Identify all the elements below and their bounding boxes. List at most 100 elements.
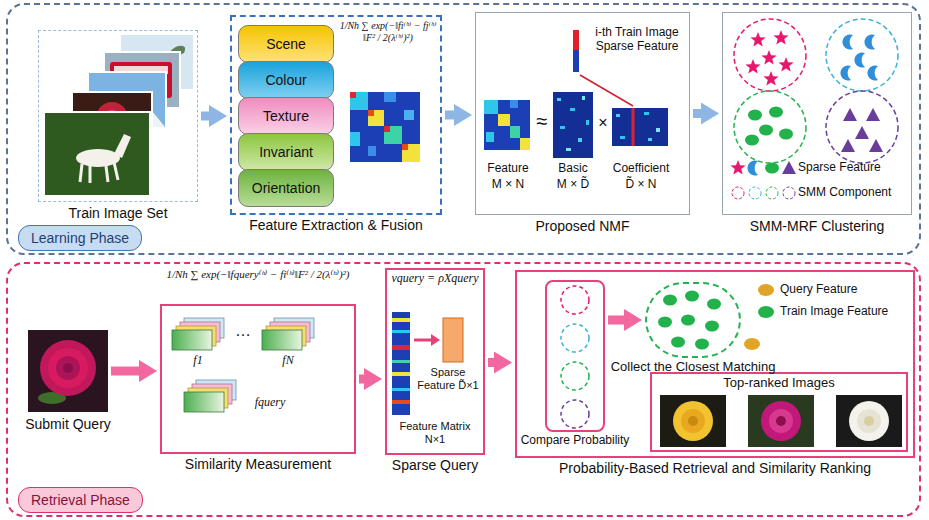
feature-stacks-part <box>172 318 224 350</box>
feature-matrix-part <box>520 138 530 150</box>
node-label: Collect the Closest Matching <box>611 360 776 375</box>
coefficient-matrix-part <box>648 138 652 141</box>
matrix-size: D̃ × N <box>604 178 678 192</box>
feature-tab: Colour <box>238 61 334 99</box>
similarity-formula: 1/Nh ∑ exp(−‖fquery⁽ʰ⁾ − fi⁽ʰ⁾‖F² / 2(λ⁽… <box>160 268 356 281</box>
coefficient-matrix-part <box>580 75 633 106</box>
train-image-stack-part <box>44 112 150 196</box>
matched-cluster-part <box>685 291 699 302</box>
phase-panel: Train Image SetSceneColourTextureInvaria… <box>6 3 921 255</box>
node-label: Invariant <box>259 144 313 160</box>
legend-icons-part <box>782 161 796 174</box>
feature-tab: Invariant <box>238 133 334 171</box>
coefficient-matrix-part <box>612 108 668 146</box>
sparse-query-matrix-part <box>414 339 432 342</box>
smm-clusters-part <box>826 91 898 163</box>
top-ranked-photos-part <box>857 409 881 433</box>
matched-cluster-part <box>707 299 721 310</box>
probability-components <box>561 286 589 428</box>
matched-cluster-part <box>744 338 760 350</box>
top-ranked-photos-part <box>776 416 786 426</box>
matched-cluster-part <box>705 321 719 332</box>
probability-components-part <box>561 362 589 390</box>
top-ranked-photos-part <box>681 409 705 433</box>
legend-swatch <box>758 284 774 296</box>
matched-cluster-part <box>671 337 685 348</box>
fusion-heatmap <box>350 92 420 162</box>
fusion-heatmap-part <box>368 146 376 156</box>
flow-arrow <box>693 109 705 118</box>
smm-clusters-part <box>745 135 759 146</box>
fusion-heatmap-part <box>350 92 420 162</box>
smm-clusters-part <box>759 125 773 136</box>
matched-cluster-box: Collect the Closest Matching <box>645 282 741 358</box>
probability-components-part <box>561 400 589 428</box>
probability-components-part <box>561 286 589 314</box>
query-photo <box>28 330 108 412</box>
stage-box: SceneColourTextureInvariantOrientationFe… <box>230 15 442 215</box>
smm-clusters-part <box>761 50 776 64</box>
smm-clusters-part <box>843 108 857 121</box>
smm-clusters-part <box>854 52 865 67</box>
stage-box: Compare ProbabilityCollect the Closest M… <box>515 270 915 458</box>
top-ranked-photos-part <box>660 395 726 447</box>
fusion-heatmap-part <box>402 144 420 162</box>
coefficient-matrix-part <box>656 128 660 132</box>
smm-clusters-part <box>826 19 898 91</box>
node-label: Proposed NMF <box>535 218 629 234</box>
feature-tab: Scene <box>238 25 334 63</box>
flow-arrow <box>111 367 143 376</box>
node-label: Top-ranked Images <box>723 376 834 391</box>
feature-stacks-part <box>262 318 314 350</box>
sparse-query-matrix <box>392 312 463 415</box>
legend-icons-part <box>732 187 744 199</box>
vector-label: Feature Matrix N×1 <box>388 420 482 445</box>
legend-icons-part <box>747 160 758 175</box>
top-ranked-photos <box>660 395 902 447</box>
node-label: Sparse Query <box>392 457 478 473</box>
matrix-size: M × N <box>478 178 538 192</box>
feature-tab: Texture <box>238 97 334 135</box>
phase-tag: Learning Phase <box>18 225 142 251</box>
sparse-formula: vquery = ρXquery <box>388 272 482 286</box>
flow-arrow <box>201 112 213 121</box>
vector-label: Sparse Feature D̃×1 <box>414 366 482 391</box>
phase-tag: Retrieval Phase <box>18 487 143 513</box>
top-ranked-photos-part <box>673 401 713 441</box>
stage-box: SMM-MRF Clustering <box>722 12 912 215</box>
smm-clusters-part <box>734 19 806 91</box>
coefficient-matrix-part <box>632 108 635 146</box>
node-label: Similarity Measurement <box>185 456 331 472</box>
basis-matrix-part <box>570 108 575 111</box>
legend-icons-part <box>765 163 779 174</box>
smm-clusters-part <box>869 139 883 152</box>
basis-matrix <box>553 92 593 158</box>
smm-clusters-part <box>864 34 875 49</box>
top-ranked-photos-part <box>849 401 889 441</box>
node-label: Feature Extraction & Fusion <box>249 217 423 233</box>
legend-icons <box>730 160 796 199</box>
top-ranked-photos-part <box>864 416 874 426</box>
query-image: Submit Query <box>28 330 108 412</box>
coefficient-matrix-part <box>620 136 625 139</box>
feature-matrix-part <box>498 114 510 126</box>
matrix-size: M × D̃ <box>546 178 600 192</box>
smm-clusters-part <box>840 65 851 80</box>
flow-arrow <box>608 316 628 325</box>
basis-matrix-part <box>557 98 561 101</box>
component-column: Compare Probability <box>545 280 605 432</box>
legend-entry: Query Feature <box>758 283 857 297</box>
feature-matrix-part <box>484 100 498 114</box>
smm-clusters-part <box>778 57 793 71</box>
matched-cluster-part <box>681 315 695 326</box>
node-label: Colour <box>265 72 306 88</box>
feature-tab: Orientation <box>238 169 334 207</box>
flow-arrow <box>359 375 368 384</box>
matched-cluster-part <box>695 339 709 350</box>
smm-clusters-part <box>855 126 869 139</box>
smm-clusters <box>734 19 898 163</box>
approx-sign: ≈ <box>532 110 552 133</box>
